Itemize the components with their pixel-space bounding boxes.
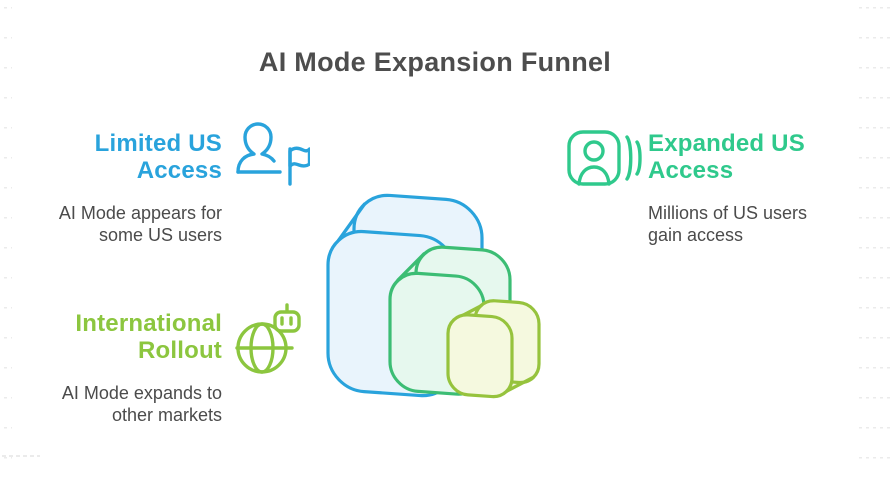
funnel-layer-international <box>446 299 541 399</box>
stage-description-limited: AI Mode appears for some US users <box>58 203 222 245</box>
stage-description-international: AI Mode expands to other markets <box>61 383 222 425</box>
edge-dashed-pattern-bottom <box>2 455 40 457</box>
stage-international-rollout: International Rollout AI Mode expands to… <box>42 310 222 426</box>
group-broadcast-icon <box>566 126 644 190</box>
stage-heading-expanded: Expanded US Access <box>648 130 805 184</box>
person-flag-icon <box>230 120 310 192</box>
stage-heading-limited: Limited US Access <box>94 130 222 184</box>
stage-description-expanded: Millions of US users gain access <box>648 203 808 245</box>
globe-robot-icon <box>230 300 308 378</box>
page-title: AI Mode Expansion Funnel <box>258 47 612 78</box>
stage-expanded-us-access: Expanded US Access Millions of US users … <box>648 130 838 246</box>
funnel-graphic <box>312 182 582 417</box>
stage-heading-international: International Rollout <box>75 310 222 364</box>
stage-limited-us-access: Limited US Access AI Mode appears for so… <box>42 130 222 246</box>
